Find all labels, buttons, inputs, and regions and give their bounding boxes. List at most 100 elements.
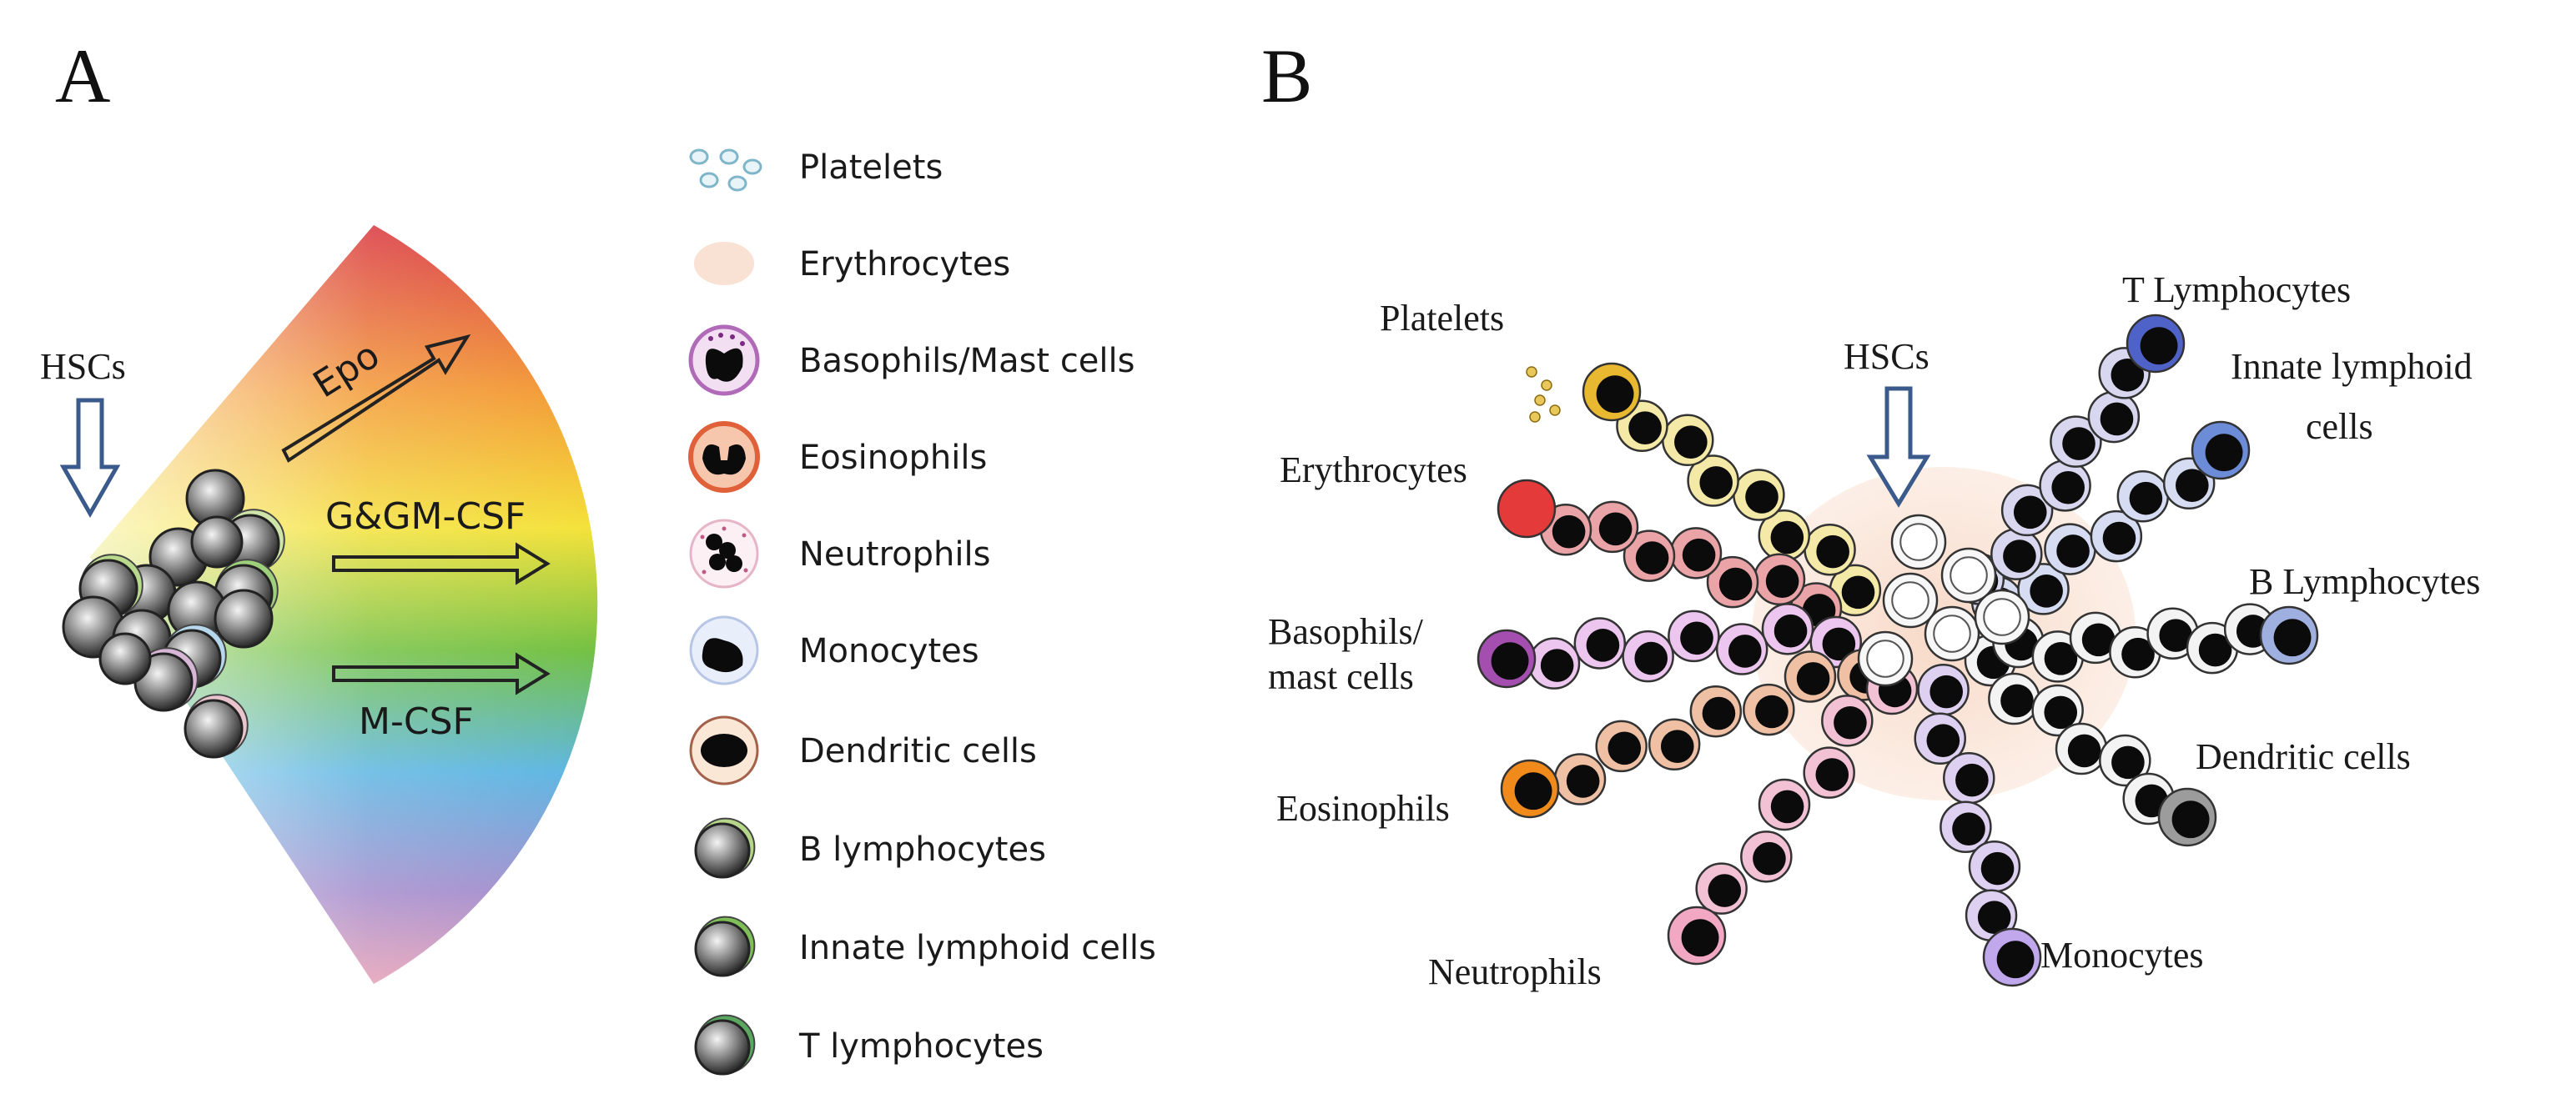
monocyte-lineage <box>1914 663 2042 987</box>
progenitor-cell <box>2031 684 2084 737</box>
b-lymphocyte-cell <box>694 817 756 879</box>
terminal-cell <box>1582 362 1642 422</box>
progenitor-cell <box>2087 390 2141 444</box>
progenitor-cell <box>2044 523 2096 575</box>
legend-item: T lymphocytes <box>694 1014 1044 1076</box>
m-csf-arrow <box>332 652 551 695</box>
hsc-cell <box>98 632 152 685</box>
label-basophils-line2: mast cells <box>1268 656 1414 697</box>
legend-item: Basophils/Mast cells <box>688 324 1135 396</box>
legend-label: Innate lymphoid cells <box>799 929 1156 967</box>
progenitor-cell <box>2055 722 2108 775</box>
progenitor-cell <box>1968 840 2021 893</box>
progenitor-cell <box>1616 399 1668 453</box>
terminal-cell <box>1500 759 1560 819</box>
hsc-cell <box>214 589 274 649</box>
terminal-cell <box>2191 420 2251 480</box>
progenitor-cell <box>1758 509 1810 562</box>
legend-item: Erythrocytes <box>694 242 1010 285</box>
terminal-cell <box>1982 927 2042 987</box>
progenitor-cell <box>2000 484 2054 537</box>
legend-label: Neutrophils <box>799 535 990 574</box>
progenitor-cell <box>1821 695 1874 747</box>
epo-arrow <box>281 334 471 463</box>
legend-item: Dendritic cells <box>689 715 1037 785</box>
legend-item: Innate lymphoid cells <box>694 916 1156 977</box>
label-innate-lymphoid-line2: cells <box>2306 406 2373 447</box>
progenitor-cell <box>1695 862 1748 915</box>
legend-label: Platelets <box>799 148 943 187</box>
panel-a-hsc-label: HSCs <box>40 346 126 387</box>
progenitor-cell <box>1743 683 1795 736</box>
progenitor-cell <box>1990 528 2043 580</box>
label-platelets: Platelets <box>1380 298 1504 339</box>
terminal-cell <box>2126 314 2186 374</box>
innate-lymphoid-cell <box>694 916 756 977</box>
hsc-core-cell <box>1924 605 1980 662</box>
progenitor-cell <box>1623 529 1676 582</box>
progenitor-cell <box>1668 610 1720 663</box>
t-lymphocyte-icon <box>694 1014 756 1076</box>
eosinophil-lineage <box>1500 649 1889 819</box>
gm-csf-arrow <box>332 542 551 585</box>
progenitor-cell <box>1740 830 1793 883</box>
progenitor-cell <box>1715 623 1768 675</box>
cytokine-spectrum-fan <box>90 225 598 984</box>
panel-b-hsc-arrow <box>1866 386 1931 508</box>
platelet-dots <box>1526 366 1561 423</box>
progenitor-cell <box>1622 630 1674 683</box>
progenitor-cell <box>1940 800 1992 854</box>
progenitor-cell <box>1689 685 1743 738</box>
basophil-icon <box>688 324 760 396</box>
progenitor-cell <box>1804 523 1856 576</box>
legend-label: T lymphocytes <box>798 1027 1044 1066</box>
eosinophil-icon <box>688 421 760 493</box>
t-lymphocyte-cell <box>694 1014 756 1076</box>
progenitor-cell <box>2090 509 2143 563</box>
label-monocytes: Monocytes <box>2040 935 2204 976</box>
progenitor-cell <box>1758 778 1811 831</box>
erythrocyte-icon <box>694 242 754 285</box>
dendritic-cell-icon <box>689 715 759 785</box>
progenitor-cell <box>1753 553 1806 605</box>
progenitor-cell <box>1829 564 1882 617</box>
panel-a-letter: A <box>55 33 110 118</box>
hsc-core-cell <box>1890 514 1947 570</box>
progenitor-cell <box>1687 454 1739 507</box>
platelets-icon <box>689 148 762 192</box>
b-lymphocyte-lineage <box>1992 603 2319 683</box>
progenitor-cell <box>1706 555 1759 609</box>
legend-label: Monocytes <box>799 632 979 670</box>
progenitor-cell <box>1943 751 1995 805</box>
terminal-cell <box>1477 629 1537 689</box>
progenitor-cell <box>1648 718 1701 771</box>
progenitor-cell <box>2116 469 2170 523</box>
panel-b-letter: B <box>1261 33 1312 118</box>
label-basophils-line1: Basophils/ <box>1268 611 1424 652</box>
hsc-cell <box>190 515 244 569</box>
progenitor-cell <box>1573 617 1627 670</box>
progenitor-cell <box>1988 672 2040 725</box>
hsc-cluster <box>62 469 285 759</box>
progenitor-cell <box>1539 504 1592 556</box>
progenitor-cell <box>1914 712 1966 765</box>
legend-label: Dendritic cells <box>799 732 1037 770</box>
platelet-lineage <box>1582 362 1882 617</box>
label-erythrocytes: Erythrocytes <box>1280 449 1467 490</box>
progenitor-cell <box>1761 603 1814 655</box>
progenitor-cell <box>1803 746 1855 799</box>
progenitor-cell <box>1586 500 1639 554</box>
progenitor-cell <box>1553 753 1607 805</box>
progenitor-cell <box>2099 734 2151 787</box>
hsc-core-cell <box>1974 589 2030 645</box>
panel-b-hsc-label: HSCs <box>1844 336 1929 377</box>
legend-label: Eosinophils <box>799 439 987 477</box>
progenitor-cell <box>1733 469 1785 521</box>
progenitor-cell <box>1527 637 1581 690</box>
legend-item: Neutrophils <box>689 519 990 589</box>
label-t-lymphocytes: T Lymphocytes <box>2122 269 2351 310</box>
b-lymphocyte-icon <box>694 817 756 879</box>
legend-item: Eosinophils <box>688 421 987 493</box>
lineage-chains <box>1477 314 2319 987</box>
